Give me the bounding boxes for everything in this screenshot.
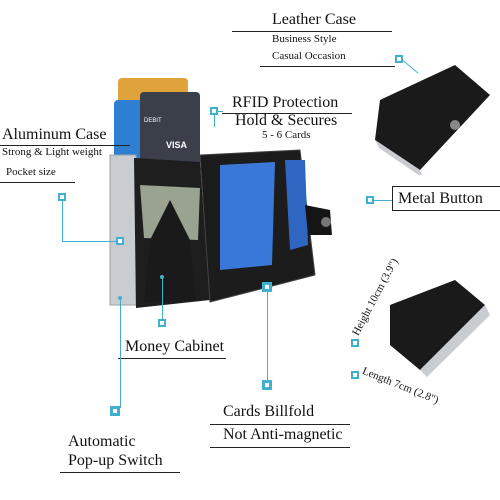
strap	[305, 205, 332, 235]
metal-button-icon	[450, 120, 460, 130]
casual-occasion-label: Casual Occasion	[272, 50, 346, 62]
strong-light-label: Strong & Light weight	[2, 146, 102, 158]
height-callout	[351, 339, 359, 347]
not-anti-magnetic-label: Not Anti-magnetic	[223, 426, 343, 443]
metal-button-snap	[321, 217, 331, 227]
money-cabinet-callout	[158, 319, 166, 327]
aluminum-case-callout-bottom	[116, 237, 124, 245]
aluminum-case-label: Aluminum Case	[2, 126, 107, 143]
wallet-open-illustration: VISA DEBIT	[109, 78, 332, 308]
pop-up-switch-label: Pop-up Switch	[68, 452, 163, 469]
billfold-card-1	[220, 162, 275, 270]
money-cabinet-dot	[160, 275, 164, 279]
card-debit-text: DEBIT	[144, 118, 162, 124]
aluminum-case-callout-top	[58, 193, 66, 201]
money-cabinet-label: Money Cabinet	[125, 338, 225, 355]
pocket-size-label: Pocket size	[6, 166, 56, 178]
aluminum-case-body	[109, 154, 137, 306]
card-dark	[140, 92, 200, 177]
metal-button-label: Metal Button	[398, 190, 483, 207]
wallet-closed-top	[375, 65, 490, 175]
rfid-callout	[210, 107, 218, 115]
hold-secures-label: Hold & Secures	[235, 112, 338, 129]
business-style-label: Business Style	[272, 33, 337, 45]
leather-case-label: Leather Case	[272, 11, 356, 28]
cards-billfold-callout-top	[262, 282, 272, 292]
cards-billfold-callout-bottom	[262, 380, 272, 390]
cards-billfold-label: Cards Billfold	[223, 403, 315, 420]
automatic-label: Automatic	[68, 433, 136, 450]
card-visa-text: VISA	[166, 140, 188, 150]
metal-button-callout	[366, 196, 374, 204]
leather-case-callout	[395, 55, 403, 63]
rfid-protection-label: RFID Protection	[232, 94, 339, 111]
cards-count-label: 5 - 6 Cards	[262, 129, 311, 141]
leather-case-underline	[232, 31, 392, 32]
popup-switch-callout	[110, 406, 120, 416]
casual-occasion-underline	[260, 66, 395, 67]
billfold-card-2	[285, 160, 308, 250]
popup-switch-dot	[118, 296, 122, 300]
wallet-closed-bottom	[390, 280, 490, 377]
length-callout	[351, 371, 359, 379]
